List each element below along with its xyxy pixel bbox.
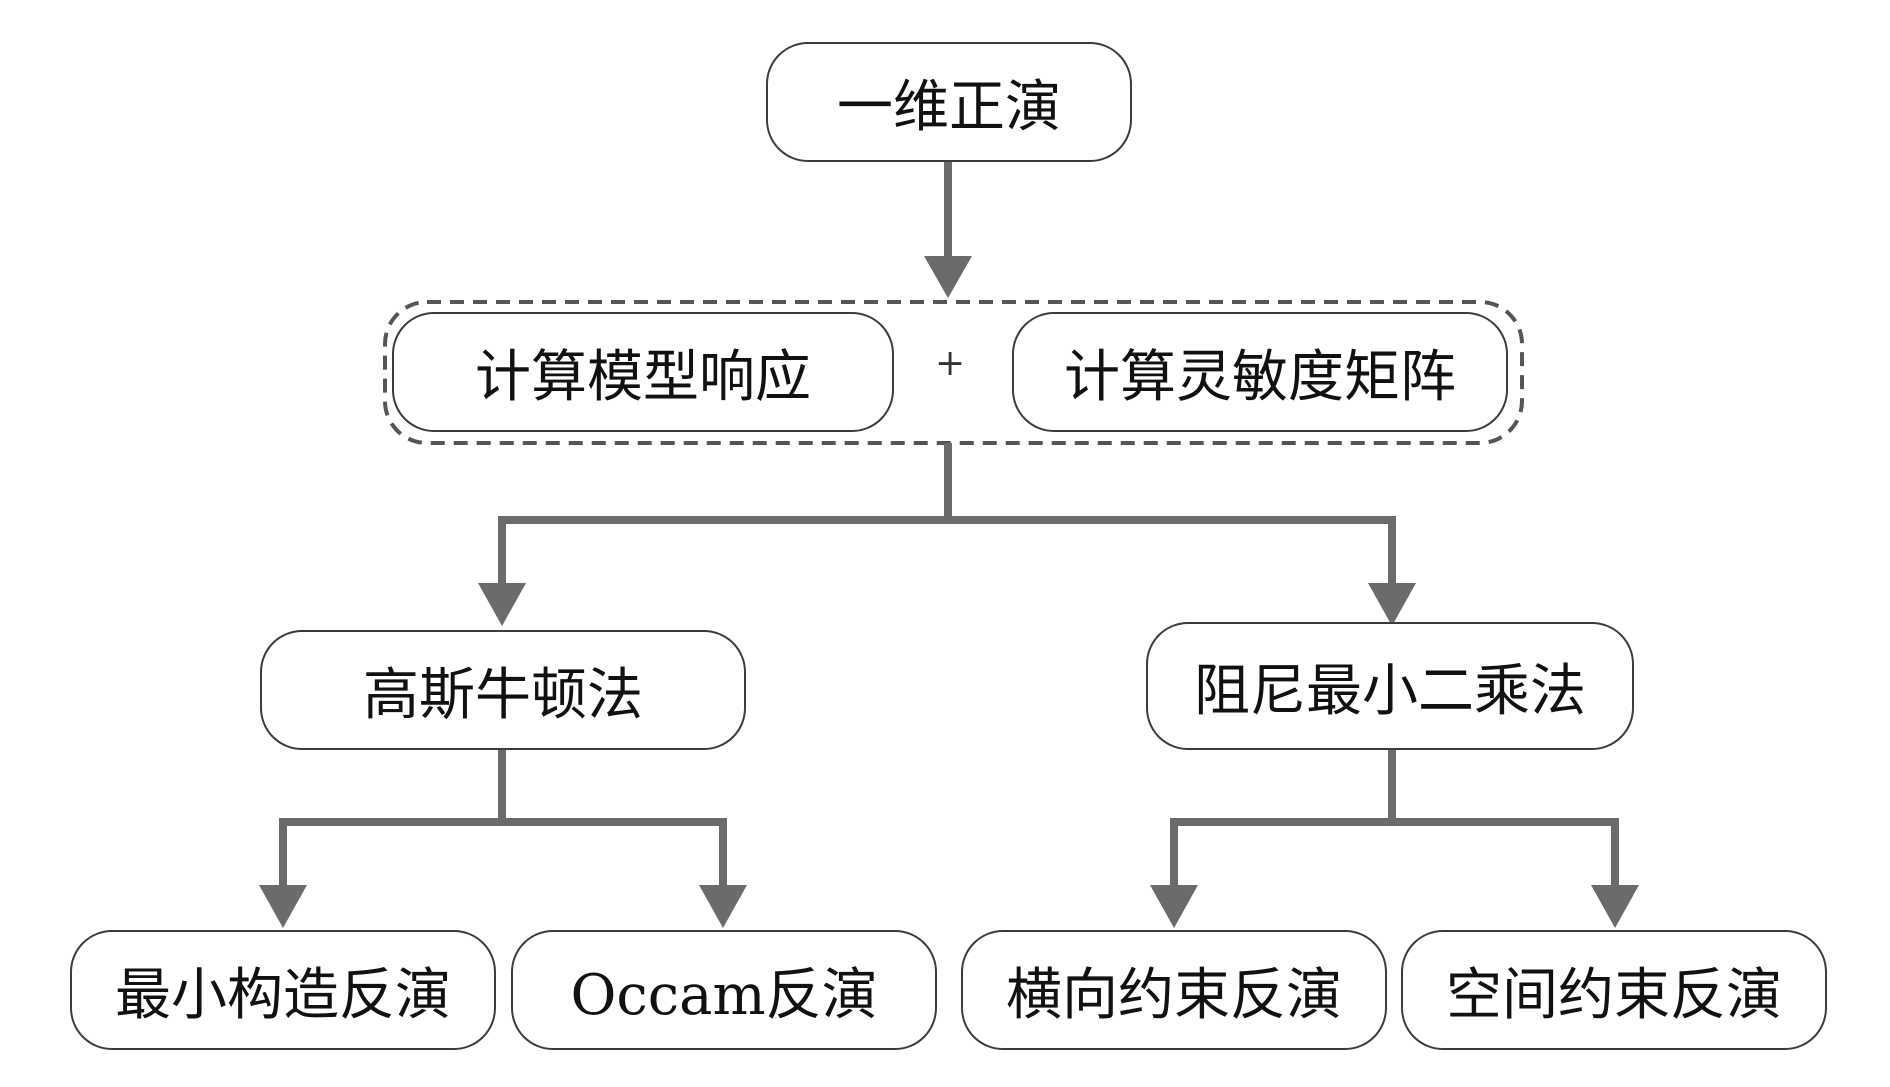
arrow-to-lateral-head xyxy=(1150,885,1198,928)
node-min-structure-inversion-label: 最小构造反演 xyxy=(115,962,451,1028)
node-occam-inversion-label: Occam反演 xyxy=(570,962,878,1028)
group-split-line xyxy=(498,516,1396,585)
node-occam-inversion: Occam反演 xyxy=(511,930,937,1050)
node-gauss-newton-label: 高斯牛顿法 xyxy=(363,662,643,728)
node-sensitivity-matrix-label: 计算灵敏度矩阵 xyxy=(1064,344,1456,410)
node-forward-1d: 一维正演 xyxy=(766,42,1132,162)
node-damped-least-squares: 阻尼最小二乘法 xyxy=(1146,622,1634,750)
arrow-to-damped-ls-head xyxy=(1368,583,1416,626)
damped-ls-split-line xyxy=(1170,818,1619,887)
node-damped-least-squares-label: 阻尼最小二乘法 xyxy=(1194,658,1586,724)
node-model-response: 计算模型响应 xyxy=(392,312,894,432)
arrow-to-occam-head xyxy=(699,885,747,928)
node-model-response-label: 计算模型响应 xyxy=(475,344,811,410)
arrow-forward-to-group-head xyxy=(924,256,972,298)
node-min-structure-inversion: 最小构造反演 xyxy=(70,930,496,1050)
node-sensitivity-matrix: 计算灵敏度矩阵 xyxy=(1012,312,1508,432)
node-lateral-constraint-inversion: 横向约束反演 xyxy=(961,930,1387,1050)
node-spatial-constraint-inversion: 空间约束反演 xyxy=(1401,930,1827,1050)
arrow-to-gauss-newton-head xyxy=(478,583,526,626)
arrow-to-spatial-head xyxy=(1591,885,1639,928)
node-lateral-constraint-inversion-label: 横向约束反演 xyxy=(1006,962,1342,1028)
plus-sign: + xyxy=(935,343,966,384)
gauss-newton-split-line xyxy=(279,818,727,887)
node-gauss-newton: 高斯牛顿法 xyxy=(260,630,746,750)
node-spatial-constraint-inversion-label: 空间约束反演 xyxy=(1446,962,1782,1028)
node-forward-1d-label: 一维正演 xyxy=(837,74,1061,140)
arrow-to-min-structure-head xyxy=(259,885,307,928)
